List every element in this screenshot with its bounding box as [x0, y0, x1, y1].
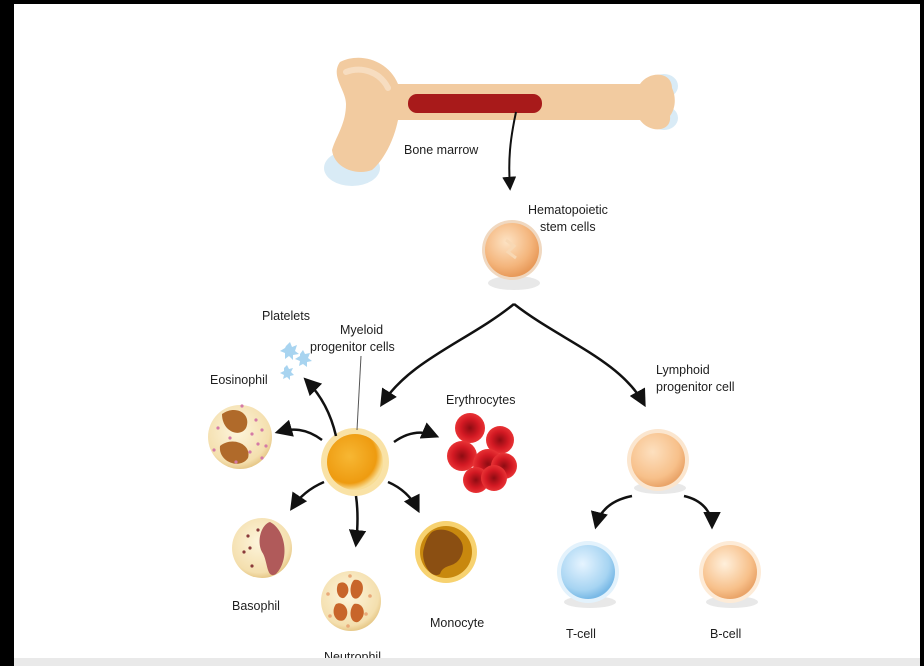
lymphoid-to-bcell-arrow: [684, 496, 712, 526]
lymphoid-progenitor-cell: [627, 429, 689, 494]
myeloid-to-eosinophil-arrow: [278, 430, 322, 440]
myeloid-to-monocyte-arrow: [388, 482, 418, 510]
bone-marrow-region: [408, 94, 542, 113]
label-lymphoid-line1: Lymphoid: [656, 363, 710, 377]
myeloid-to-platelets-arrow: [306, 380, 336, 436]
label-eosinophil: Eosinophil: [210, 373, 268, 387]
myeloid-pointer-line: [357, 356, 361, 430]
label-bone-marrow: Bone marrow: [404, 143, 479, 157]
label-myeloid-line2: progenitor cells: [310, 340, 395, 354]
label-hsc-line1: Hematopoietic: [528, 203, 608, 217]
hematopoietic-stem-cell: [482, 220, 542, 290]
myeloid-to-neutrophil-arrow: [356, 496, 358, 544]
t-cell: [557, 541, 619, 608]
label-platelets: Platelets: [262, 309, 310, 323]
myeloid-progenitor-cell: [321, 428, 389, 496]
stem-to-myeloid-arrow: [382, 304, 514, 404]
label-hsc-line2: stem cells: [540, 220, 596, 234]
label-lymphoid-line2: progenitor cell: [656, 380, 735, 394]
myeloid-to-basophil-arrow: [292, 482, 324, 508]
lymphoid-to-tcell-arrow: [596, 496, 632, 526]
b-cell: [699, 541, 761, 608]
label-b-cell: B-cell: [710, 627, 741, 641]
neutrophil-cell: [321, 571, 381, 631]
marrow-to-stem-arrow: [509, 112, 516, 188]
eosinophil-cell: [208, 404, 272, 469]
label-erythrocytes: Erythrocytes: [446, 393, 515, 407]
label-monocyte: Monocyte: [430, 616, 484, 630]
label-basophil: Basophil: [232, 599, 280, 613]
basophil-cell: [232, 518, 292, 578]
erythrocytes-cluster: [447, 413, 517, 493]
hematopoiesis-diagram: Bone marrow Hematopoietic stem cells Pla…: [14, 4, 920, 666]
platelets-cluster: [280, 342, 312, 380]
monocyte-cell: [415, 521, 477, 583]
label-t-cell: T-cell: [566, 627, 596, 641]
label-myeloid-line1: Myeloid: [340, 323, 383, 337]
stem-to-lymphoid-arrow: [514, 304, 644, 404]
bone-illustration: [324, 58, 678, 186]
myeloid-to-erythrocytes-arrow: [394, 433, 436, 442]
bottom-strip: [14, 658, 920, 666]
